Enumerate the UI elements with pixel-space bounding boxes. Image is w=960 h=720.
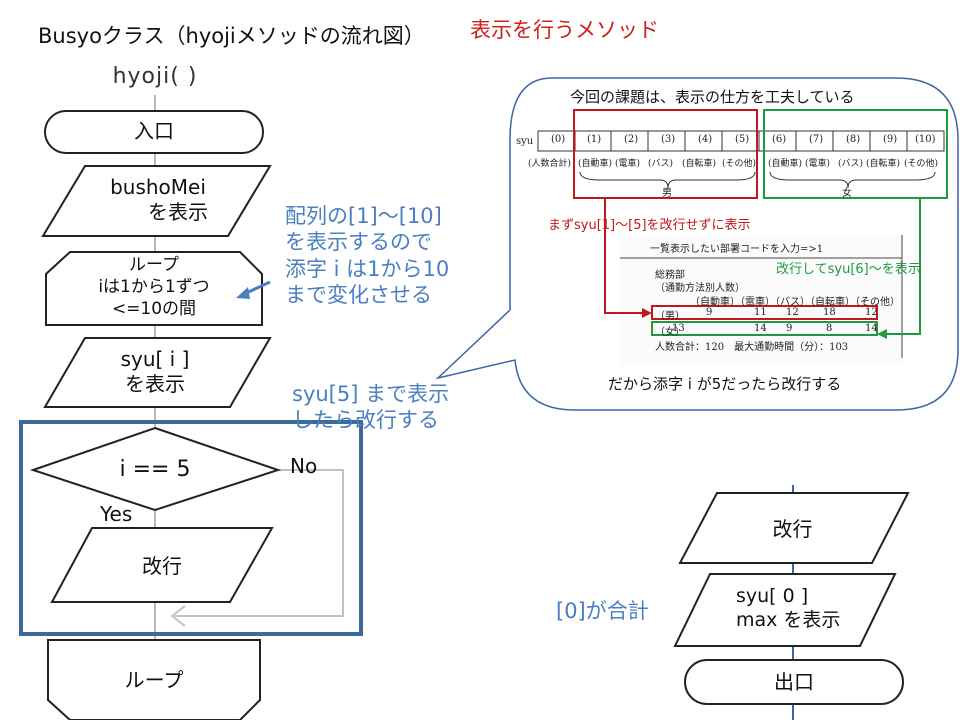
method-label: hyoji( ) [112,64,198,89]
output-female-label: （女） [655,327,685,338]
female-row-box [651,321,878,336]
category-9: (自転車) [866,159,901,169]
index-1: (1) [587,134,602,145]
green-connector [881,198,921,335]
index-6: (6) [772,134,787,145]
output-columns: （自動車）（電車）（バス）（自転車）（その他） [690,297,900,308]
index-7: (7) [809,134,824,145]
bubble-top-text: 今回の課題は、表示の仕方を工夫している [570,88,855,106]
decision-highlight-frame [19,420,363,636]
output-female-value: 14 [865,323,878,334]
print-total-shape [673,573,897,647]
exit-label: 出口 [774,670,814,694]
array-range-note: 配列の[1]〜[10] を表示するので 添字 i は1から10 まで変化させる [285,204,450,307]
index-9: (9) [883,134,898,145]
output-summary: 人数合計：120 最大通勤時間（分）：103 [655,342,849,353]
start-label: 入口 [134,119,174,143]
no-branch-line [175,469,344,617]
red-highlight-box [573,109,758,199]
output-heading: （通勤方法別人数） [655,283,745,294]
output-female-value: 13 [672,323,685,334]
green-arrowhead [877,329,887,339]
print-total-label: syu[ 0 ] max を表示 [736,585,841,631]
category-4: (自転車) [682,159,717,169]
output-male-value: 12 [786,307,799,318]
output-female-value: 14 [754,323,767,334]
print-busho-shape [41,165,272,237]
female-brace [769,171,936,189]
diagram-title: Busyoクラス（hyojiメソッドの流れ図） [38,24,425,48]
output-female-value: 9 [786,323,793,334]
category-10: (その他) [904,159,939,169]
loop-start-label: ループ iは1から1ずつ <=10の間 [98,255,210,320]
loop-end-shape [47,639,261,720]
index-10: (10) [915,134,936,145]
print-syu-shape [43,337,272,408]
output-male-value: 12 [865,307,878,318]
index-5: (5) [735,134,750,145]
category-8: (バス) [838,159,864,169]
category-1: (自動車) [578,159,613,169]
bubble-bottom-text: だから添字 i が5だったら改行する [608,375,842,393]
print-busho-label: bushoMei を表示 [110,175,208,224]
green-highlight-box [763,109,948,199]
yes-label: Yes [100,502,133,526]
note-pointer-arrowhead [236,287,250,299]
category-3: (バス) [648,159,674,169]
exit-terminal [684,659,904,705]
index-2: (2) [624,134,639,145]
output-male-label: （男） [655,311,685,322]
sample-output-panel [620,235,902,365]
print-syu-label: syu[ i ] を表示 [120,347,190,396]
female-label: 女 [842,188,852,199]
diagram-subtitle: 表示を行うメソッド [470,18,659,42]
green-annotation: 改行してsyu[6]〜を表示 [776,262,921,277]
right-newline-label: 改行 [772,517,813,541]
male-brace [579,171,756,189]
newline-label: 改行 [142,554,182,578]
loop-back-arrowhead [170,605,186,627]
category-7: (電車) [805,159,831,169]
index-8: (8) [846,134,861,145]
array-name: syu [516,136,534,147]
decision-label: i == 5 [119,457,191,482]
line-break-note: syu[5] まで表示 したら改行する [292,382,450,433]
category-6: (自動車) [768,159,803,169]
output-male-value: 11 [754,307,767,318]
output-dept: 総務部 [655,270,685,281]
loop-start-shape [45,251,263,326]
category-5: (その他) [722,159,757,169]
red-annotation: まずsyu[1]〜[5]を改行せずに表示 [548,218,751,233]
red-arrowhead [642,308,652,318]
decision-diamond [29,426,282,512]
output-male-value: 18 [823,307,836,318]
array-table [537,130,945,152]
index-0: (0) [551,134,566,145]
output-female-value: 8 [826,323,833,334]
category-2: (電車) [615,159,641,169]
start-terminal [44,110,264,154]
index-4: (4) [698,134,713,145]
category-0: (人数合計) [528,159,572,169]
right-newline-shape [678,492,910,564]
male-row-box [651,305,878,320]
index-3: (3) [661,134,676,145]
output-male-value: 9 [706,307,713,318]
red-connector [604,198,648,314]
total-note: [0]が合計 [556,599,649,623]
loop-end-label: ループ [124,668,184,692]
output-prompt: 一覧表示したい部署コードを入力=>1 [650,244,824,255]
male-label: 男 [662,188,672,199]
no-label: No [290,454,318,478]
newline-shape [50,527,274,603]
